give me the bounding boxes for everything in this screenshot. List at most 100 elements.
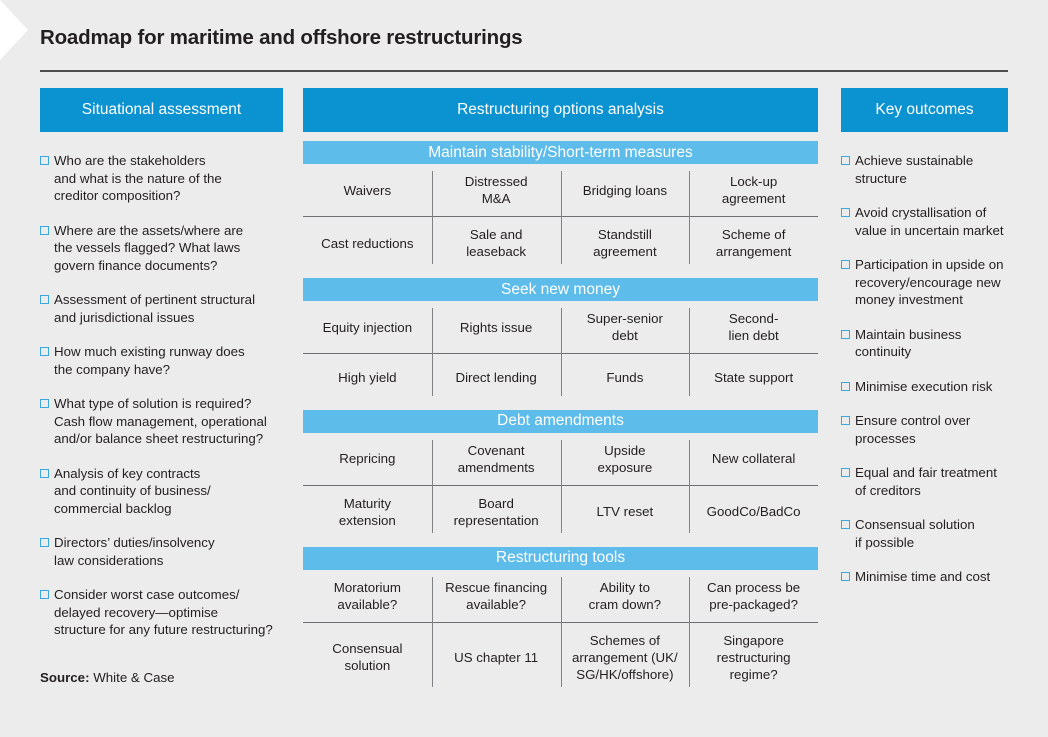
table-cell: High yield <box>338 369 397 385</box>
table-cell: New collateral <box>689 432 818 486</box>
key-outcome-item: Avoid crystallisation of value in uncert… <box>841 204 1008 239</box>
table-cell: Singapore restructuring regime? <box>689 622 818 692</box>
table-row: Moratorium available?Rescue financing av… <box>303 569 818 623</box>
table-cell: Cast reductions <box>321 235 414 251</box>
situational-assessment-item-label: Where are the assets/where are the vesse… <box>54 222 244 273</box>
table-cell: Consensual solution <box>332 641 403 673</box>
key-outcome-item: Minimise execution risk <box>841 378 1008 396</box>
table-cell: Sale and leaseback <box>431 216 561 270</box>
bullet-square-icon <box>841 260 850 269</box>
title-divider <box>40 70 1008 72</box>
source-line: Source: White & Case <box>40 670 175 685</box>
restructuring-options-column: Restructuring options analysis Maintain … <box>303 88 818 692</box>
key-outcome-item-label: Consensual solution if possible <box>855 517 975 550</box>
table-cell: Covenant amendments <box>431 432 561 486</box>
table-cell: Super-senior debt <box>560 301 690 354</box>
options-section-heading: Restructuring tools <box>303 546 818 570</box>
situational-assessment-item-label: Who are the stakeholders and what is the… <box>54 153 222 203</box>
table-cell: Rights issue <box>431 301 561 354</box>
key-outcome-item: Achieve sustainable structure <box>841 152 1008 187</box>
table-cell: Ability to cram down? <box>560 569 690 623</box>
options-section-heading: Maintain stability/Short-term measures <box>303 141 818 164</box>
key-outcome-item-label: Participation in upside on recovery/enco… <box>855 257 1004 307</box>
options-section-heading: Debt amendments <box>303 409 818 433</box>
bullet-square-icon <box>841 381 850 391</box>
table-cell: LTV reset <box>560 485 690 538</box>
situational-assessment-item-label: Assessment of pertinent structural and j… <box>54 292 256 325</box>
bullet-square-icon <box>841 468 850 477</box>
table-cell: US chapter 11 <box>431 622 561 692</box>
key-outcomes-column: Key outcomes Achieve sustainable structu… <box>841 88 1008 603</box>
situational-assessment-item: Consider worst case outcomes/ delayed re… <box>40 586 283 639</box>
key-outcome-item: Equal and fair treatment of creditors <box>841 464 1008 499</box>
key-outcome-item: Minimise time and cost <box>841 568 1008 586</box>
options-section-heading: Seek new money <box>303 278 818 301</box>
table-cell: Rescue financing available? <box>431 569 561 623</box>
bullet-square-icon <box>841 329 850 339</box>
key-outcome-item: Participation in upside on recovery/enco… <box>841 256 1008 309</box>
table-cell: Waivers <box>303 164 432 217</box>
key-outcome-item-label: Maintain business continuity <box>855 326 962 360</box>
table-cell: Direct lending <box>431 353 561 401</box>
bullet-square-icon <box>40 295 49 304</box>
bullet-square-icon <box>40 399 49 408</box>
situational-assessment-list: Who are the stakeholders and what is the… <box>40 152 283 639</box>
table-cell: Lock-up agreement <box>689 164 818 217</box>
corner-chevron-icon <box>0 0 28 60</box>
key-outcome-item-label: Minimise execution risk <box>855 378 993 394</box>
situational-assessment-item: Assessment of pertinent structural and j… <box>40 291 283 326</box>
situational-assessment-item: What type of solution is required? Cash … <box>40 395 283 448</box>
table-cell: Board representation <box>431 485 561 538</box>
bullet-square-icon <box>841 156 850 165</box>
table-cell: Can process be pre-packaged? <box>689 569 818 623</box>
key-outcome-item-label: Achieve sustainable structure <box>855 153 974 186</box>
key-outcome-item: Consensual solution if possible <box>841 516 1008 551</box>
situational-assessment-item-label: How much existing runway does the compan… <box>54 344 245 377</box>
situational-assessment-heading: Situational assessment <box>40 88 283 132</box>
table-cell: Scheme of arrangement <box>689 216 818 270</box>
table-cell: Bridging loans <box>560 164 690 217</box>
options-table: Moratorium available?Rescue financing av… <box>303 569 818 692</box>
bullet-square-icon <box>841 520 850 529</box>
bullet-square-icon <box>40 225 49 235</box>
table-cell: Upside exposure <box>560 432 690 486</box>
table-cell: Maturity extension <box>338 495 396 528</box>
key-outcome-item-label: Equal and fair treatment of creditors <box>855 465 997 498</box>
key-outcome-item: Maintain business continuity <box>841 326 1008 361</box>
page-title: Roadmap for maritime and offshore restru… <box>40 26 523 49</box>
situational-assessment-item: Analysis of key contracts and continuity… <box>40 465 283 518</box>
situational-assessment-item: Directors’ duties/insolvency law conside… <box>40 534 283 569</box>
situational-assessment-item-label: Consider worst case outcomes/ delayed re… <box>54 587 273 637</box>
table-cell: Funds <box>560 353 690 401</box>
table-cell: Standstill agreement <box>560 216 690 270</box>
bullet-square-icon <box>841 416 850 425</box>
table-cell: GoodCo/BadCo <box>689 485 818 538</box>
table-cell: Moratorium available? <box>303 569 432 623</box>
table-cell: Equity injection <box>303 301 432 354</box>
bullet-square-icon <box>40 468 49 478</box>
table-cell: Distressed M&A <box>431 164 561 217</box>
table-cell: Second- lien debt <box>689 301 818 354</box>
source-label: Source: <box>40 670 90 685</box>
bullet-square-icon <box>40 538 49 547</box>
situational-assessment-item-label: What type of solution is required? Cash … <box>54 396 267 446</box>
key-outcome-item-label: Ensure control over processes <box>855 413 971 446</box>
restructuring-options-heading: Restructuring options analysis <box>303 88 818 132</box>
key-outcome-item-label: Avoid crystallisation of value in uncert… <box>855 205 1004 238</box>
table-cell: Repricing <box>303 432 432 486</box>
key-outcome-item-label: Minimise time and cost <box>855 569 991 584</box>
table-cell: Schemes of arrangement (UK/ SG/HK/offsho… <box>560 622 690 692</box>
situational-assessment-column: Situational assessment Who are the stake… <box>40 88 283 639</box>
situational-assessment-item: How much existing runway does the compan… <box>40 343 283 378</box>
